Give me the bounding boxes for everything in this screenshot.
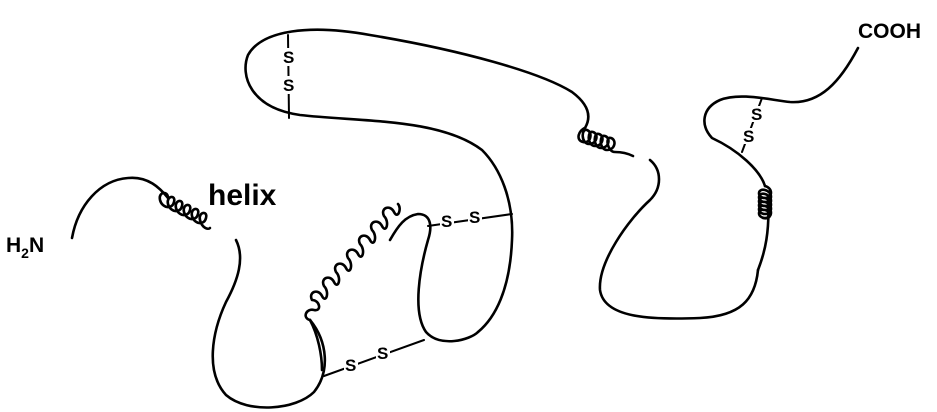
ss-label-4a: S bbox=[743, 127, 754, 146]
helices bbox=[160, 128, 771, 320]
ss-label-2a: S bbox=[441, 212, 452, 231]
backbone-segment-1 bbox=[72, 178, 168, 238]
disulfide-labels: S S S S S S S S bbox=[280, 48, 764, 375]
n-terminus-n: N bbox=[29, 234, 44, 257]
helix-2 bbox=[306, 204, 400, 320]
backbone-segment-4 bbox=[246, 30, 589, 332]
n-terminus-h: H bbox=[6, 234, 21, 257]
backbone-segment-5 bbox=[600, 160, 758, 319]
backbone-segment-6 bbox=[704, 48, 858, 186]
helix-label: helix bbox=[208, 179, 277, 212]
c-terminus-label: COOH bbox=[858, 20, 921, 43]
ss-label-2b: S bbox=[469, 208, 480, 227]
backbone-segment-3 bbox=[390, 214, 478, 341]
disulfide-bridges bbox=[288, 35, 768, 376]
n-terminus-subscript: 2 bbox=[21, 245, 29, 261]
disulfide-bridge-3 bbox=[324, 340, 424, 376]
ss-label-4b: S bbox=[751, 105, 762, 124]
ss-label-3a: S bbox=[345, 356, 356, 375]
ss-label-3b: S bbox=[377, 344, 388, 363]
helix-3 bbox=[579, 128, 633, 156]
ss-label-1b: S bbox=[283, 76, 294, 95]
backbone-segment-2 bbox=[213, 240, 325, 407]
helix-1 bbox=[160, 193, 210, 229]
n-terminus-label: H2N bbox=[6, 234, 44, 261]
ss-label-1a: S bbox=[283, 48, 294, 67]
